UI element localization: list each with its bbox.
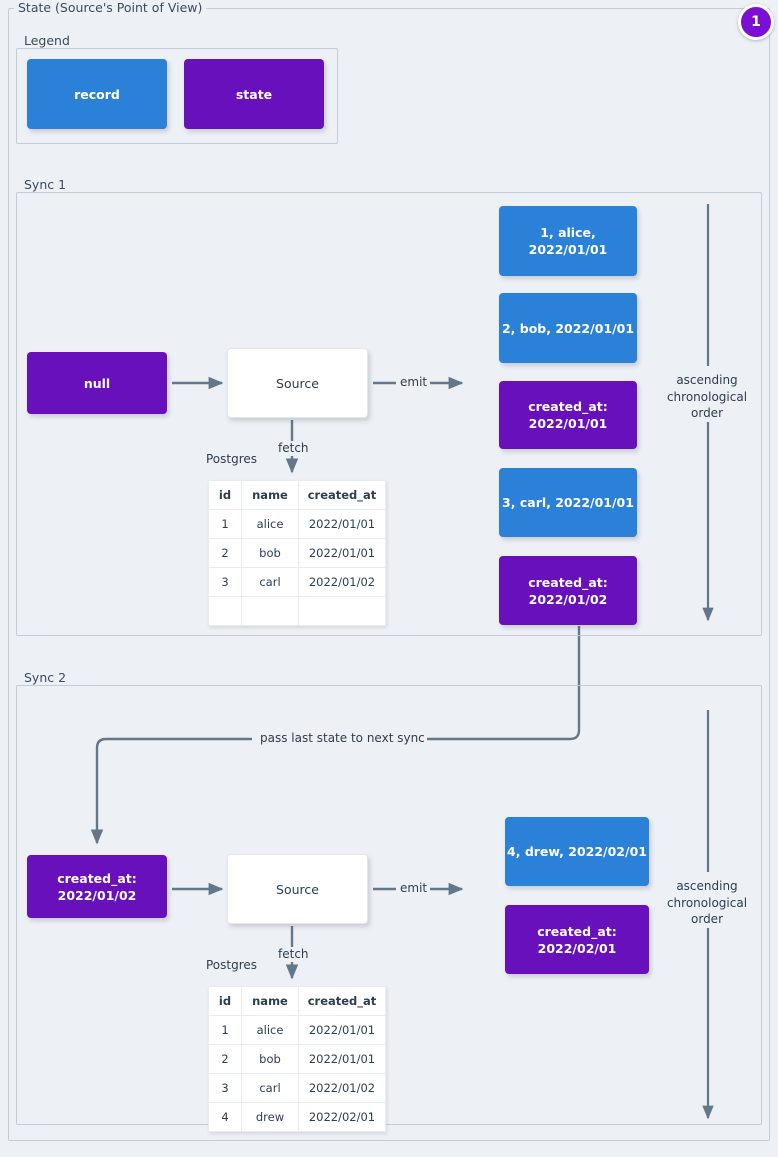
cell-id: 4 xyxy=(208,1102,242,1132)
sync1-emitted-record-1: 1, alice, 2022/01/01 xyxy=(499,206,637,276)
table-row: 1 alice 2022/01/01 xyxy=(208,1015,386,1045)
table-row: 1 alice 2022/01/01 xyxy=(208,509,386,539)
sync1-input-state: null xyxy=(27,352,167,414)
legend-group xyxy=(16,48,338,144)
cell-name: alice xyxy=(241,509,299,539)
cell-created-at: 2022/01/02 xyxy=(298,1073,386,1103)
sync1-order-note: ascending chronological order xyxy=(655,372,759,422)
sync1-emit-label: emit xyxy=(398,375,430,390)
cell-created-at: 2022/01/01 xyxy=(298,538,386,568)
column-header-name: name xyxy=(241,480,299,510)
cell-id: 2 xyxy=(208,1044,242,1074)
sync2-emit-label: emit xyxy=(398,881,430,896)
sync2-emitted-state-1: created_at: 2022/02/01 xyxy=(505,905,649,974)
cell-created-at: 2022/02/01 xyxy=(298,1102,386,1132)
state-value: 2022/01/02 xyxy=(528,591,608,607)
cell-name: drew xyxy=(241,1102,299,1132)
sync2-emitted-record-1: 4, drew, 2022/02/01 xyxy=(505,817,649,886)
sync2-fetch-label: fetch xyxy=(276,947,311,962)
state-value: 2022/02/01 xyxy=(537,940,617,956)
cell-id: 2 xyxy=(208,538,242,568)
state-key: created_at: xyxy=(528,574,608,590)
cell-id: 1 xyxy=(208,1015,242,1045)
column-header-created-at: created_at xyxy=(298,480,386,510)
cell-name: bob xyxy=(241,538,299,568)
sync1-label: Sync 1 xyxy=(20,177,71,192)
state-key: created_at: xyxy=(57,870,137,886)
table-row: 2 bob 2022/01/01 xyxy=(208,1044,386,1074)
cell-name: alice xyxy=(241,1015,299,1045)
sync1-fetch-label: fetch xyxy=(276,441,311,456)
sync1-group xyxy=(16,192,762,636)
cell-created-at: 2022/01/02 xyxy=(298,567,386,597)
sync1-emitted-record-2: 2, bob, 2022/01/01 xyxy=(499,293,637,363)
state-key: created_at: xyxy=(537,923,617,939)
cell-created-at xyxy=(298,596,386,626)
table-row: 2 bob 2022/01/01 xyxy=(208,538,386,568)
table-row: 4 drew 2022/02/01 xyxy=(208,1102,386,1132)
sync2-source-node: Source xyxy=(227,854,368,924)
cell-name: bob xyxy=(241,1044,299,1074)
sync2-order-note: ascending chronological order xyxy=(655,878,759,928)
column-header-name: name xyxy=(241,986,299,1016)
state-value: 2022/01/02 xyxy=(57,887,137,903)
table-row: 3 carl 2022/01/02 xyxy=(208,1073,386,1103)
page-title: State (Source's Point of View) xyxy=(14,0,207,15)
cell-created-at: 2022/01/01 xyxy=(298,1044,386,1074)
step-badge[interactable]: 1 xyxy=(738,4,774,40)
sync2-label: Sync 2 xyxy=(20,670,71,685)
cell-name xyxy=(241,596,299,626)
sync1-emitted-state-2: created_at: 2022/01/02 xyxy=(499,556,637,625)
cell-name: carl xyxy=(241,567,299,597)
state-key: created_at: xyxy=(528,399,608,414)
sync1-emitted-record-3: 3, carl, 2022/01/01 xyxy=(499,468,637,537)
state-value: 2022/01/01 xyxy=(528,416,608,431)
column-header-id: id xyxy=(208,480,242,510)
sync2-group xyxy=(16,685,762,1125)
diagram-frame xyxy=(8,8,770,1141)
table-row: 3 carl 2022/01/02 xyxy=(208,567,386,597)
table-header-row: id name created_at xyxy=(208,480,386,510)
pass-last-state-label: pass last state to next sync xyxy=(258,731,427,746)
sync2-db-caption: Postgres xyxy=(206,958,258,972)
cell-id: 3 xyxy=(208,1073,242,1103)
sync1-emitted-state-1: created_at: 2022/01/01 xyxy=(499,381,637,449)
column-header-created-at: created_at xyxy=(298,986,386,1016)
cell-id: 1 xyxy=(208,509,242,539)
table-row-empty xyxy=(208,596,386,626)
sync1-postgres-table: id name created_at 1 alice 2022/01/01 2 … xyxy=(208,480,386,626)
sync1-db-caption: Postgres xyxy=(206,452,258,466)
legend-swatch-state: state xyxy=(184,59,324,129)
cell-id: 3 xyxy=(208,567,242,597)
sync2-input-state: created_at: 2022/01/02 xyxy=(27,855,167,918)
table-header-row: id name created_at xyxy=(208,986,386,1016)
column-header-id: id xyxy=(208,986,242,1016)
legend-swatch-record: record xyxy=(27,59,167,129)
cell-id xyxy=(208,596,242,626)
sync2-postgres-table: id name created_at 1 alice 2022/01/01 2 … xyxy=(208,986,386,1132)
cell-created-at: 2022/01/01 xyxy=(298,509,386,539)
sync1-source-node: Source xyxy=(227,348,368,418)
legend-label: Legend xyxy=(20,33,74,48)
cell-name: carl xyxy=(241,1073,299,1103)
cell-created-at: 2022/01/01 xyxy=(298,1015,386,1045)
